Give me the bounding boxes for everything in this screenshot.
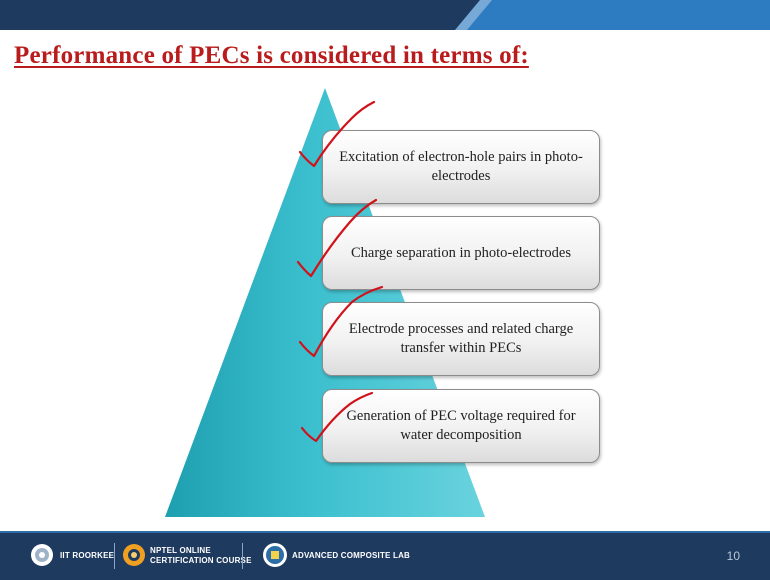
iit-roorkee-logo-icon: [31, 544, 53, 566]
performance-item-3: Electrode processes and related charge t…: [322, 302, 600, 376]
footer-nptel-line2: CERTIFICATION COURSE: [150, 556, 252, 565]
top-banner: [0, 0, 770, 30]
footer-divider-2: [242, 543, 243, 569]
nptel-logo-icon: [123, 544, 145, 566]
performance-item-1: Excitation of electron-hole pairs in pho…: [322, 130, 600, 204]
performance-item-4: Generation of PEC voltage required for w…: [322, 389, 600, 463]
footer-iit-text: IIT ROORKEE: [60, 551, 115, 560]
footer-bar: IIT ROORKEE NPTEL ONLINE CERTIFICATION C…: [0, 531, 770, 580]
item-1-text: Excitation of electron-hole pairs in pho…: [339, 149, 583, 184]
page-number: 10: [726, 549, 740, 563]
slide-title: Performance of PECs is considered in ter…: [14, 42, 529, 69]
item-4-text: Generation of PEC voltage required for w…: [346, 408, 576, 443]
performance-item-2: Charge separation in photo-electrodes: [322, 216, 600, 290]
item-2-text: Charge separation in photo-electrodes: [351, 244, 571, 261]
footer-lab-text: ADVANCED COMPOSITE LAB: [292, 551, 411, 560]
lab-logo-icon: [263, 543, 287, 567]
footer-nptel-line1: NPTEL ONLINE: [150, 546, 211, 555]
footer-divider-1: [114, 543, 115, 569]
item-3-text: Electrode processes and related charge t…: [348, 321, 574, 356]
